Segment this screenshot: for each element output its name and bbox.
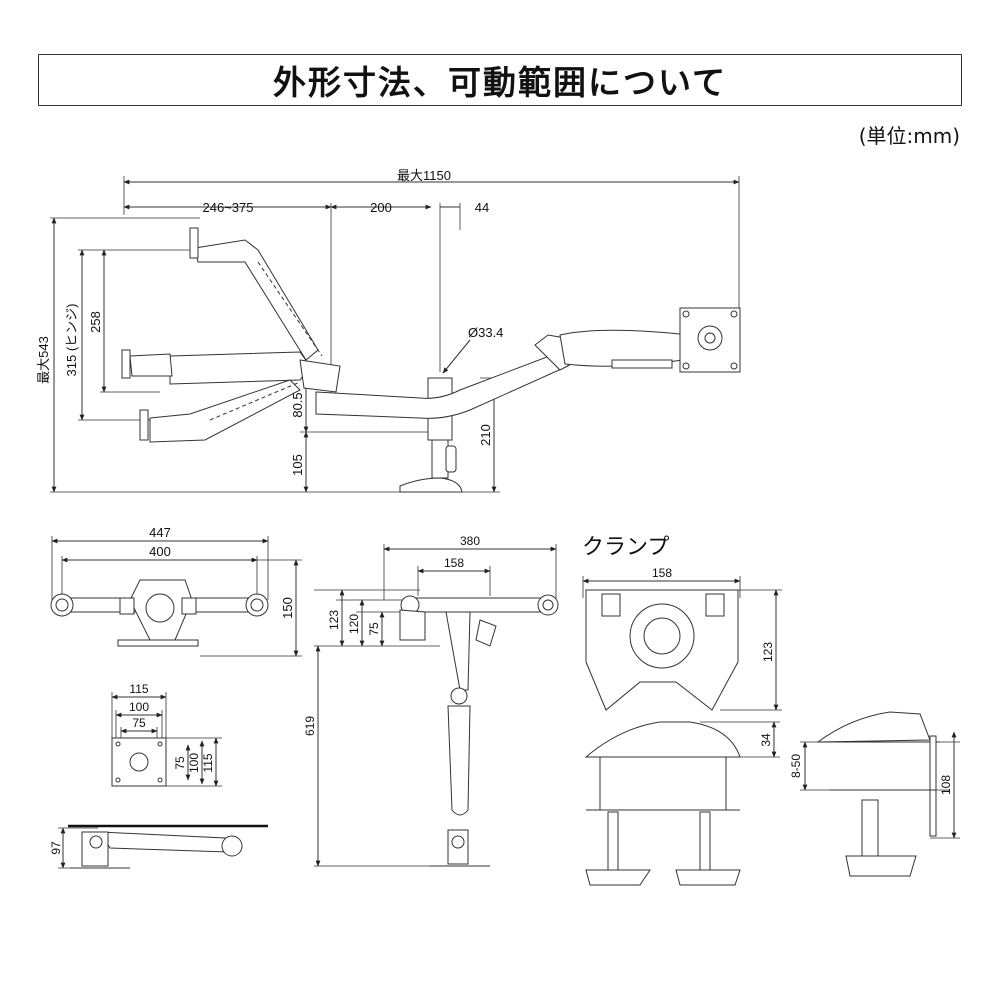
dim-hinge-vertical: 258 [88, 311, 103, 333]
dim-clamp-depth: 123 [761, 642, 775, 662]
clamp-front-view [584, 721, 780, 886]
dim-front-120: 120 [347, 614, 361, 634]
arm-side-view [58, 824, 268, 869]
side-view-labels: 最大1150 246~375 200 44 Ø33.4 最大543 315 (ヒ… [36, 168, 503, 476]
dim-front-75: 75 [367, 622, 381, 636]
dim-vesa-115: 115 [129, 682, 148, 696]
clamp-top-view [582, 576, 782, 711]
side-view [50, 176, 741, 493]
dim-depth: 150 [280, 597, 295, 619]
dim-front-123: 123 [327, 610, 341, 630]
dim-base-height: 105 [290, 454, 305, 476]
dim-overall-width: 最大1150 [397, 168, 451, 183]
dim-front-width: 380 [460, 534, 480, 548]
dim-arm-height: 80.5 [290, 392, 305, 417]
dim-vesa-100: 100 [129, 700, 149, 714]
dim-clamp-total-height: 108 [939, 775, 953, 795]
dim-arm: 200 [370, 200, 392, 215]
dim-vesa-h75: 75 [173, 756, 187, 770]
dim-range: 246~375 [203, 200, 254, 215]
front-view-labels: 380 158 123 120 75 619 [303, 534, 480, 736]
clamp-side-view [800, 711, 960, 877]
dim-vesa-width: 400 [149, 544, 171, 559]
dim-hinge: 315 (ヒンジ) [64, 304, 79, 377]
dim-front-inner: 158 [444, 556, 464, 570]
vesa-plate [111, 692, 222, 787]
dim-pole-diameter: Ø33.4 [468, 325, 503, 340]
dim-clamp-thickness: 8-50 [789, 754, 803, 778]
dim-front-height: 619 [303, 716, 317, 736]
page-title: 外形寸法、可動範囲について [272, 63, 727, 102]
vesa-plate-labels: 115 100 75 75 100 115 [129, 682, 215, 773]
front-view [314, 544, 559, 867]
clamp-top-labels: 158 123 [652, 566, 775, 662]
dim-pole-height: 210 [478, 424, 493, 446]
unit-note: (単位:mm) [858, 124, 960, 148]
title-box: 外形寸法、可動範囲について [38, 54, 962, 106]
dim-clamp-width: 158 [652, 566, 672, 580]
dim-max-height: 最大543 [36, 336, 51, 384]
dim-total-width: 447 [149, 525, 171, 540]
clamp-side-labels: 8-50 108 [789, 754, 953, 795]
dim-offset: 44 [475, 200, 489, 215]
clamp-label: クランプ [582, 535, 670, 560]
dim-vesa-h100: 100 [187, 753, 201, 773]
dim-vesa-75: 75 [132, 716, 146, 730]
top-view [50, 536, 302, 657]
top-view-labels: 447 400 150 [149, 525, 295, 619]
dim-clamp-top-height: 34 [759, 733, 773, 747]
dim-vesa-h115: 115 [201, 753, 215, 772]
dim-arm-side-height: 97 [49, 841, 63, 855]
